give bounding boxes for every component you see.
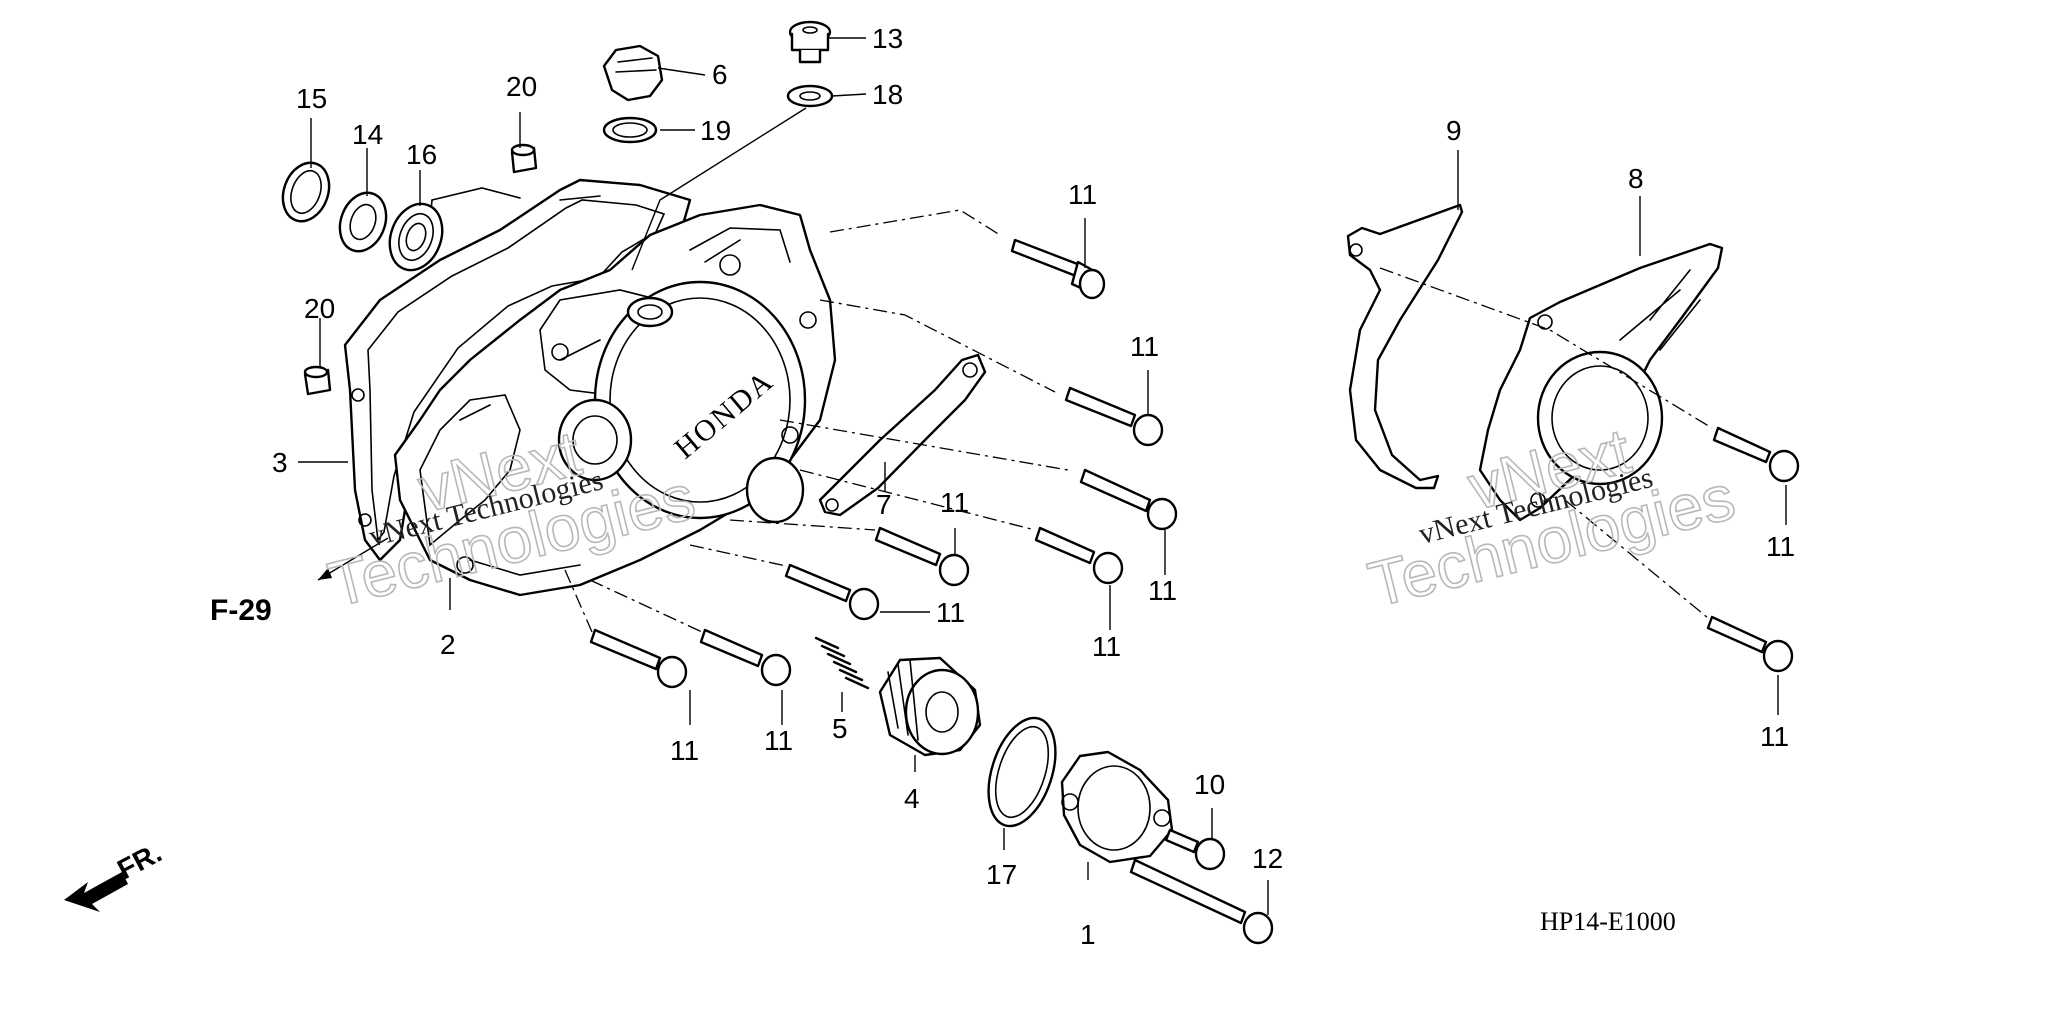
callout-13: 13 xyxy=(872,23,903,54)
bolt-part-11-f xyxy=(784,563,880,621)
callout-7: 7 xyxy=(876,489,892,520)
callout-16: 16 xyxy=(406,139,437,170)
callout-20-upper: 20 xyxy=(506,71,537,102)
callout-3: 3 xyxy=(272,447,288,478)
diagram-code: HP14-E1000 xyxy=(1540,907,1676,936)
washer-part-14 xyxy=(338,191,388,253)
callout-11-b: 11 xyxy=(1130,331,1159,362)
callout-18: 18 xyxy=(872,79,903,110)
bolt-part-10 xyxy=(1164,828,1226,871)
reference-tags: F-29 FR. HP14-E1000 xyxy=(64,594,1676,936)
callout-11-c: 11 xyxy=(1148,575,1177,606)
reference-f29: F-29 xyxy=(210,594,272,627)
callout-4: 4 xyxy=(904,783,920,814)
oil-filler-cap-part-6 xyxy=(602,44,664,102)
dowel-pin-lower-part-20 xyxy=(303,365,332,396)
sprocket-cover-part-8 xyxy=(1478,242,1724,522)
snap-ring-part-15 xyxy=(281,161,331,223)
callout-20-lower: 20 xyxy=(304,293,335,324)
callout-10: 10 xyxy=(1194,769,1225,800)
callout-11-e: 11 xyxy=(940,487,969,518)
callout-6: 6 xyxy=(712,59,728,90)
bolt-part-11-d xyxy=(1034,526,1124,585)
callout-11-f: 11 xyxy=(936,597,965,628)
bolt-part-12 xyxy=(1129,858,1274,945)
leader-lines xyxy=(298,37,1787,915)
callout-labels: 15 14 16 20 20 3 2 6 19 13 18 7 11 11 11… xyxy=(272,23,1795,950)
filter-cover-part-1 xyxy=(1060,750,1174,864)
callout-2: 2 xyxy=(440,629,456,660)
front-arrow: FR. xyxy=(64,837,167,912)
o-ring-part-19 xyxy=(602,116,658,144)
callout-11-a: 11 xyxy=(1068,179,1097,210)
callout-9: 9 xyxy=(1446,115,1462,146)
plate-part-7 xyxy=(818,353,987,517)
oil-seal-part-16 xyxy=(388,202,444,272)
oil-filter-part-4 xyxy=(878,656,982,757)
callout-14: 14 xyxy=(352,119,383,150)
sealing-washer-part-18 xyxy=(786,84,834,108)
callout-12: 12 xyxy=(1252,843,1283,874)
o-ring-part-17 xyxy=(987,716,1057,828)
bolt-part-11-h xyxy=(699,628,792,687)
assembly-lines xyxy=(564,107,1713,633)
callout-8: 8 xyxy=(1628,163,1644,194)
callout-11-h: 11 xyxy=(764,725,793,756)
cover-seal-part-9 xyxy=(1346,203,1464,490)
drain-bolt-part-13 xyxy=(788,20,832,64)
bolt-part-11-e xyxy=(874,526,970,587)
callout-11-i: 11 xyxy=(1766,531,1795,562)
dowel-pin-upper-part-20 xyxy=(510,143,538,174)
bolt-part-11-g xyxy=(589,628,688,689)
callout-11-g: 11 xyxy=(670,735,699,766)
bolt-part-11-j xyxy=(1706,615,1794,673)
callout-17: 17 xyxy=(986,859,1017,890)
filter-spring-part-5 xyxy=(814,636,870,690)
bolt-part-11-c xyxy=(1079,468,1178,531)
callout-11-d: 11 xyxy=(1092,631,1121,662)
callout-11-j: 11 xyxy=(1760,721,1789,752)
callout-15: 15 xyxy=(296,83,327,114)
callout-5: 5 xyxy=(832,713,848,744)
callout-19: 19 xyxy=(700,115,731,146)
callout-1: 1 xyxy=(1080,919,1096,950)
bolt-part-11-a xyxy=(1010,238,1106,300)
bolt-part-11-i xyxy=(1712,426,1800,483)
left-crankcase-cover-part-2: HONDA xyxy=(393,203,837,597)
